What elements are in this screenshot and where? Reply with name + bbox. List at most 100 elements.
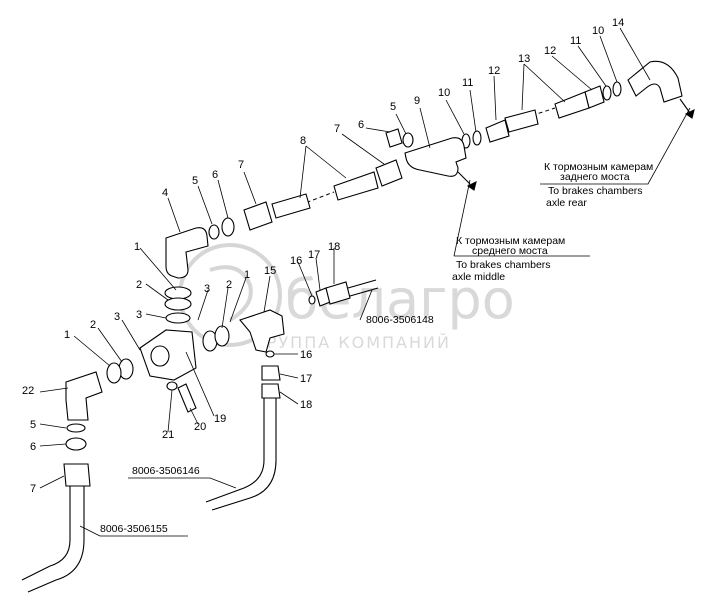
leader-code-148 <box>359 289 373 321</box>
ring-11b <box>472 130 482 146</box>
ring-5-upper <box>402 132 414 148</box>
lower-left-assembly <box>21 371 103 593</box>
leader-21 <box>167 389 173 433</box>
callout-14: 14 <box>612 17 624 29</box>
leader-15 <box>263 275 271 313</box>
callout-20: 20 <box>194 421 206 433</box>
dest-middle-ru-2: среднего моста <box>472 245 548 257</box>
leader-5l <box>39 423 67 429</box>
central-assembly <box>106 279 379 413</box>
callout-10-mid: 10 <box>438 87 450 99</box>
nut-7-mid <box>243 201 273 231</box>
callout-16-lower: 16 <box>300 349 312 361</box>
callout-10-rear: 10 <box>592 25 604 37</box>
pipe-8006-3506146-b <box>211 398 277 511</box>
callout-6-mid: 6 <box>212 169 218 181</box>
nut-18-upper <box>325 281 351 305</box>
leader-8 <box>299 145 347 199</box>
callout-7-lower: 7 <box>30 483 36 495</box>
pipe-8006-3506155-a <box>21 486 71 581</box>
pipe-sleeve-13b <box>504 109 539 133</box>
pipe-dash-8 <box>299 191 335 206</box>
leader-18l <box>279 391 299 405</box>
leader-17u <box>315 257 321 291</box>
callout-8: 8 <box>300 135 306 147</box>
leader-10 <box>599 35 618 83</box>
callout-1-b: 1 <box>244 269 250 281</box>
destination-middle: К тормозным камерам среднего моста To br… <box>452 235 565 283</box>
dest-rear-en-2: axle rear <box>546 197 587 209</box>
callout-5-mid: 5 <box>192 175 198 187</box>
watermark-logo-mark <box>209 265 253 322</box>
part-code-8006-3506148: 8006-3506148 <box>366 314 434 326</box>
callout-3-a: 3 <box>136 309 142 321</box>
elbow-fitting-4 <box>165 227 209 279</box>
nut-7-upper <box>375 159 403 187</box>
callout-11-mid: 11 <box>462 77 473 89</box>
bolt-20 <box>177 383 197 413</box>
callout-7-upper: 7 <box>334 123 340 135</box>
nut-7-lower <box>63 463 91 487</box>
leader-3c <box>121 319 141 351</box>
pipe-sleeve-8b <box>271 193 311 219</box>
pipe-sleeve-8a <box>333 171 379 201</box>
watermark-subtitle: ГРУППА КОМПАНИЙ <box>255 333 451 352</box>
leader-5b <box>395 113 407 135</box>
leader-code-146 <box>128 477 237 489</box>
destination-rear: К тормозным камерам заднего моста To bra… <box>544 161 653 209</box>
callout-7-mid: 7 <box>238 159 244 171</box>
leader-dest-rear <box>540 107 691 185</box>
leader-3b <box>197 289 209 321</box>
callout-1-c: 1 <box>64 329 70 341</box>
ring-6-upper <box>385 128 403 148</box>
dest-rear-ru-1: К тормозным камерам <box>544 161 653 173</box>
callout-6-upper: 6 <box>358 119 364 131</box>
callout-18-lower: 18 <box>300 399 312 411</box>
callout-9: 9 <box>414 95 420 107</box>
callout-17-lower: 17 <box>300 373 312 385</box>
leader-3a <box>145 313 167 319</box>
leader-10b <box>445 99 465 135</box>
callout-2-c: 2 <box>90 319 96 331</box>
ring-2-top-b <box>164 297 192 311</box>
ring-2-left <box>106 362 122 384</box>
nut-12b <box>485 119 510 143</box>
leader-dest-middle <box>453 179 590 257</box>
callout-3-b: 3 <box>204 283 210 295</box>
pipe-stub-b <box>349 287 379 297</box>
ring-3-top <box>165 312 191 324</box>
leader-11b <box>469 89 477 133</box>
callout-16-upper: 16 <box>290 255 302 267</box>
ring-5-mid <box>208 224 220 240</box>
flow-arrow-middle <box>457 171 471 185</box>
callout-21: 21 <box>162 429 174 441</box>
leader-1a <box>139 247 177 291</box>
leader-9 <box>419 107 431 149</box>
washer-21 <box>166 381 178 391</box>
leader-11 <box>577 45 607 87</box>
tee-fitting-9 <box>404 137 467 177</box>
dest-middle-en-1: To brakes chambers <box>456 259 551 271</box>
elbow-fitting-22 <box>65 371 103 421</box>
ring-5-lower <box>66 423 86 433</box>
leader-19 <box>185 351 215 417</box>
leader-6l <box>39 443 67 447</box>
pipe-8006-3506146-a <box>205 398 265 503</box>
rear-axle-assembly <box>165 60 695 279</box>
dest-middle-en-2: axle middle <box>452 271 505 283</box>
leader-4 <box>167 197 181 233</box>
valve-port <box>150 345 170 367</box>
leader-7b <box>341 133 385 165</box>
callout-2-b: 2 <box>226 279 232 291</box>
elbow-fitting-14 <box>627 60 683 103</box>
leader-7m <box>243 171 257 205</box>
callout-5-lower: 5 <box>30 419 36 431</box>
ring-11 <box>602 85 612 101</box>
callout-19: 19 <box>214 413 226 425</box>
ring-17-lower <box>261 365 281 381</box>
ring-2-right <box>214 325 230 347</box>
part-code-8006-3506155: 8006-3506155 <box>100 523 168 535</box>
callout-1-a: 1 <box>134 241 140 253</box>
leader-17l <box>279 373 299 379</box>
